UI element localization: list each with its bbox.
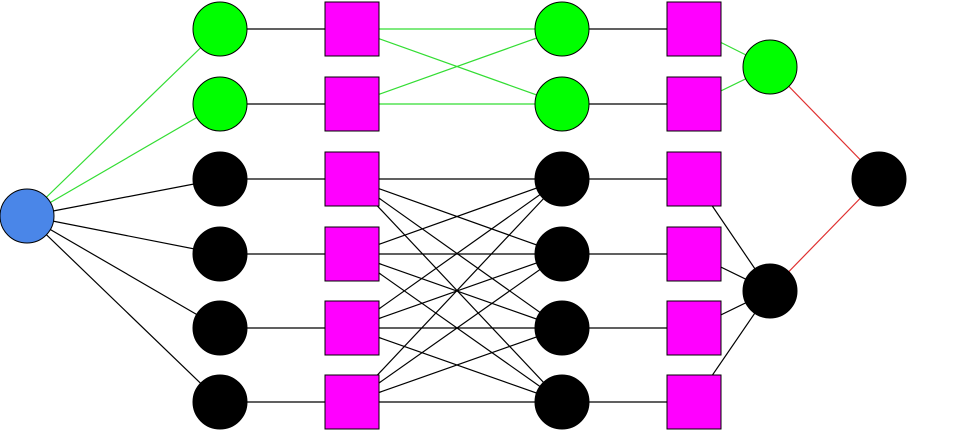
node-s1-1 (324, 1, 380, 57)
node-c1-1 (192, 1, 248, 57)
node-s1-6 (324, 374, 380, 430)
edge-s1-6-to-c2-5 (351, 327, 563, 403)
edge-source-to-c1-5 (26, 215, 221, 329)
node-s1-3 (324, 151, 380, 207)
edge-s1-2-to-c2-1 (351, 28, 563, 105)
node-s1-2 (324, 76, 380, 132)
edge-s1-6-to-c2-4 (351, 253, 563, 403)
node-c2-6 (534, 374, 590, 430)
node-s1-4 (324, 226, 380, 282)
node-s2-5 (666, 300, 722, 356)
edge-s1-6-to-c2-3 (351, 178, 563, 403)
edge-source-to-c1-4 (26, 215, 221, 255)
node-c2-3 (534, 151, 590, 207)
node-c2-2 (534, 76, 590, 132)
node-s2-3 (666, 151, 722, 207)
node-source (0, 188, 55, 244)
nodes-layer (0, 1, 907, 430)
node-agg-black (742, 263, 798, 319)
edge-source-to-c1-2 (26, 103, 221, 217)
node-c2-1 (534, 1, 590, 57)
node-s1-5 (324, 300, 380, 356)
node-s2-2 (666, 76, 722, 132)
node-c1-3 (192, 151, 248, 207)
node-c2-5 (534, 300, 590, 356)
edge-source-to-c1-1 (26, 28, 221, 217)
node-c1-4 (192, 226, 248, 282)
node-agg-green (742, 39, 798, 95)
edge-s1-4-to-c2-3 (351, 178, 563, 255)
node-c1-5 (192, 300, 248, 356)
edge-source-to-c1-6 (26, 215, 221, 403)
node-c1-6 (192, 374, 248, 430)
node-c2-4 (534, 226, 590, 282)
edge-s1-5-to-c2-3 (351, 178, 563, 329)
node-sink (851, 151, 907, 207)
edge-source-to-c1-3 (26, 178, 221, 217)
node-s2-1 (666, 1, 722, 57)
node-s2-6 (666, 374, 722, 430)
node-c1-2 (192, 76, 248, 132)
node-s2-4 (666, 226, 722, 282)
